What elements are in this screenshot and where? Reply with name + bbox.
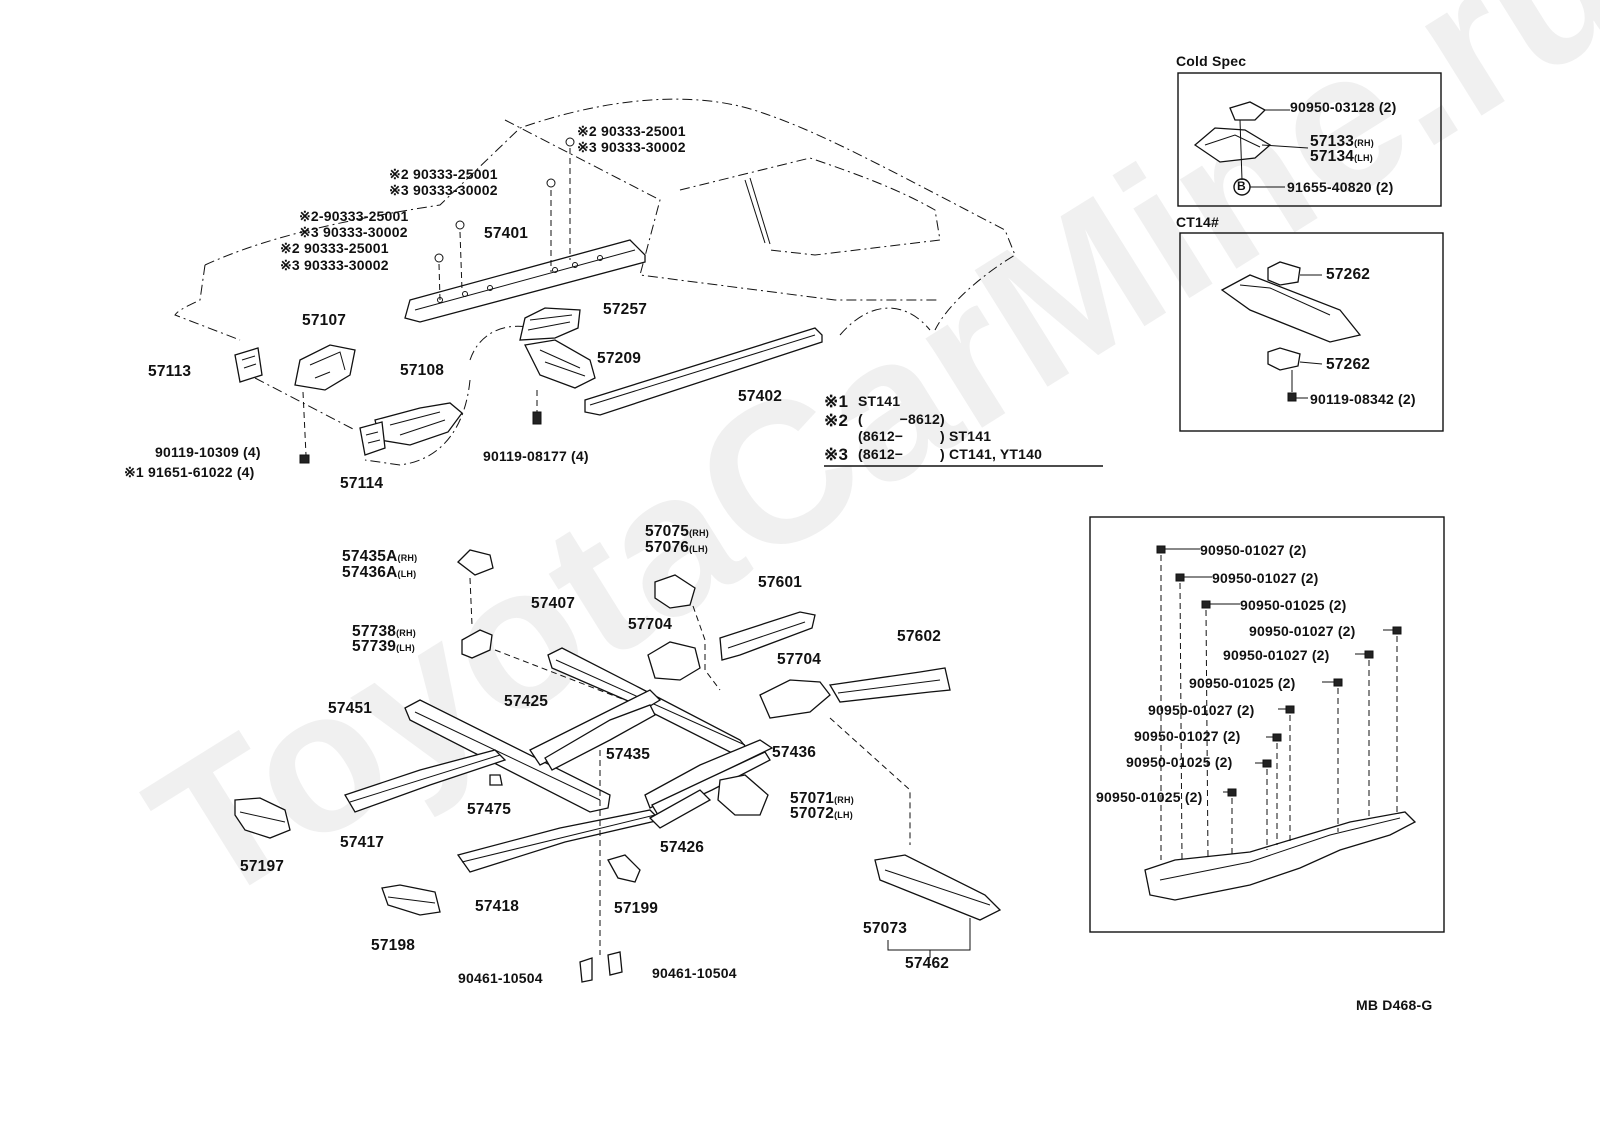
plug-box-parts — [1144, 545, 1417, 901]
ct14-title: CT14# — [1176, 214, 1220, 230]
label-plug-5: 90950-01027 (2) — [1223, 647, 1330, 663]
legend-2b-text: (8612− ) ST141 — [858, 428, 992, 444]
label-plug-9: 90950-01025 (2) — [1126, 754, 1233, 770]
label-plug-7: 90950-01027 (2) — [1148, 702, 1255, 718]
label-plug-4: 90950-01027 (2) — [1249, 623, 1356, 639]
car-body-outline — [174, 98, 1016, 466]
label-57108: 57108 — [400, 362, 445, 379]
label-57402: 57402 — [738, 388, 783, 405]
label-57601: 57601 — [758, 574, 803, 591]
label-57475: 57475 — [467, 801, 512, 818]
grommets — [434, 137, 575, 301]
label-57462: 57462 — [905, 955, 950, 972]
label-57133: 57133(RH) — [1310, 133, 1374, 150]
label-57417: 57417 — [340, 834, 385, 851]
label-91655-40820: 91655-40820 (2) — [1287, 179, 1394, 195]
label-57076: 57076(LH) — [645, 539, 708, 556]
part-57209 — [524, 339, 596, 389]
label-57739: 57739(LH) — [352, 638, 415, 655]
label-57704-left: 57704 — [628, 616, 673, 633]
label-91651-61022: ※1 91651-61022 (4) — [124, 464, 255, 480]
label-57199: 57199 — [614, 900, 659, 917]
part-57107 — [294, 344, 356, 391]
label-57602: 57602 — [897, 628, 942, 645]
label-57209: 57209 — [597, 350, 642, 367]
part-57402 — [584, 327, 823, 416]
label-57407: 57407 — [531, 595, 576, 612]
b-bolt-letter: B — [1237, 179, 1246, 193]
legend-1-mark: ※1 — [824, 392, 849, 411]
label-plug-2: 90950-01027 (2) — [1212, 570, 1319, 586]
label-90461-left: 90461-10504 — [458, 970, 543, 986]
label-57198: 57198 — [371, 937, 416, 954]
label-grommet-3a: ※3 90333-30002 — [577, 139, 686, 155]
label-90119-08342: 90119-08342 (2) — [1310, 391, 1416, 407]
part-57108 — [374, 402, 463, 446]
cold-spec-title: Cold Spec — [1176, 53, 1247, 69]
part-57257 — [519, 307, 581, 341]
label-57075: 57075(RH) — [645, 523, 709, 540]
label-grommet-2a: ※2 90333-25001 — [577, 123, 686, 139]
label-plug-6: 90950-01025 (2) — [1189, 675, 1296, 691]
label-grommet-3d: ※3 90333-30002 — [280, 257, 389, 273]
label-plug-1: 90950-01027 (2) — [1200, 542, 1307, 558]
label-57134: 57134(LH) — [1310, 148, 1373, 165]
label-57107: 57107 — [302, 312, 347, 329]
label-57704-right: 57704 — [777, 651, 822, 668]
bolts-front — [299, 390, 542, 464]
label-57436A: 57436A(LH) — [342, 564, 417, 581]
plug-box — [1089, 516, 1445, 933]
label-57418: 57418 — [475, 898, 520, 915]
label-57435: 57435 — [606, 746, 651, 763]
legend-1-text: ST141 — [858, 393, 901, 409]
label-grommet-2c: ※2-90333-25001 — [299, 208, 409, 224]
label-57451: 57451 — [328, 700, 373, 717]
part-57113 — [234, 347, 263, 383]
ct14-parts — [1220, 261, 1362, 402]
label-57072: 57072(LH) — [790, 805, 853, 822]
label-grommet-2d: ※2 90333-25001 — [280, 240, 389, 256]
label-57738: 57738(RH) — [352, 623, 416, 640]
label-90950-03128: 90950-03128 (2) — [1290, 99, 1397, 115]
cold-spec-parts — [1193, 101, 1309, 196]
label-57401: 57401 — [484, 225, 529, 242]
label-57436: 57436 — [772, 744, 817, 761]
part-57114 — [359, 421, 386, 456]
ct14-box — [1179, 232, 1444, 432]
label-57262-bottom: 57262 — [1326, 356, 1371, 373]
label-57262-top: 57262 — [1326, 266, 1371, 283]
label-57426: 57426 — [660, 839, 705, 856]
label-plug-3: 90950-01025 (2) — [1240, 597, 1347, 613]
legend-2-mark: ※2 — [824, 411, 849, 430]
label-57073: 57073 — [863, 920, 908, 937]
label-57425: 57425 — [504, 693, 549, 710]
underbody-frame — [234, 549, 1002, 983]
label-57114: 57114 — [340, 475, 384, 492]
cold-spec-box — [1177, 72, 1442, 207]
label-57071: 57071(RH) — [790, 790, 854, 807]
part-57401 — [404, 239, 646, 323]
label-grommet-3b: ※3 90333-30002 — [389, 182, 498, 198]
legend-3-text: (8612− ) CT141, YT140 — [858, 446, 1043, 462]
label-57113: 57113 — [148, 363, 192, 380]
label-grommet-3c: ※3 90333-30002 — [299, 224, 408, 240]
label-90461-right: 90461-10504 — [652, 965, 737, 981]
label-90119-08177: 90119-08177 (4) — [483, 448, 589, 464]
legend-3-mark: ※3 — [824, 445, 849, 464]
label-57435A: 57435A(RH) — [342, 548, 418, 565]
label-90119-10309: 90119-10309 (4) — [155, 444, 261, 460]
diagram-code: MB D468-G — [1356, 997, 1433, 1013]
label-grommet-2b: ※2 90333-25001 — [389, 166, 498, 182]
label-57257: 57257 — [603, 301, 648, 318]
label-plug-8: 90950-01027 (2) — [1134, 728, 1241, 744]
legend-2-text: ( −8612) — [858, 411, 945, 427]
label-plug-10: 90950-01025 (2) — [1096, 789, 1203, 805]
label-57197: 57197 — [240, 858, 285, 875]
